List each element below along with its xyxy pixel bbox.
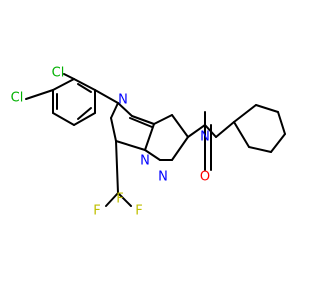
bond-26 xyxy=(117,192,132,207)
bond-11 xyxy=(94,89,119,104)
bond-25 xyxy=(105,192,119,207)
atom-label-f-top: F xyxy=(116,192,123,207)
bond-13 xyxy=(110,102,119,119)
bond-19 xyxy=(153,114,173,125)
bond-9 xyxy=(63,73,75,80)
bond-14 xyxy=(110,117,117,142)
bond-27 xyxy=(187,124,206,138)
bond-36 xyxy=(270,133,286,153)
atom-label-cl-meta: Cl xyxy=(52,66,65,81)
bond-0 xyxy=(73,78,96,91)
bond-24 xyxy=(115,140,119,194)
bond-15 xyxy=(115,140,146,151)
atom-label-f-left: F xyxy=(93,204,100,219)
bond-33 xyxy=(233,104,257,123)
molecule-structure-diagram: N N N N O Cl Cl F F F xyxy=(11,66,286,219)
bond-31 xyxy=(215,121,235,138)
bond-17 xyxy=(131,115,155,125)
atom-label-f-right: F xyxy=(135,204,142,219)
atom-labels: N N N N O Cl Cl F F F xyxy=(11,66,210,219)
bond-lines xyxy=(25,73,286,207)
bond-12 xyxy=(117,102,133,117)
bond-16 xyxy=(144,123,155,151)
bond-38 xyxy=(233,121,250,148)
atom-label-n-amide: N xyxy=(200,130,210,145)
bond-20 xyxy=(171,114,189,138)
bond-34 xyxy=(255,104,279,113)
atom-label-o-carbonyl: O xyxy=(200,170,210,185)
bond-3 xyxy=(52,112,75,126)
bond-7 xyxy=(77,107,92,120)
bond-37 xyxy=(248,146,272,153)
bond-21 xyxy=(171,136,189,161)
bond-6 xyxy=(77,83,92,93)
bond-10 xyxy=(25,89,54,100)
bond-18 xyxy=(129,117,153,128)
atom-label-cl-para: Cl xyxy=(11,91,24,106)
bond-35 xyxy=(277,111,286,135)
atom-label-n-pyrazole: N xyxy=(158,170,168,185)
bond-23 xyxy=(144,149,161,161)
bond-2 xyxy=(73,112,96,126)
atom-label-n-pyrimidine: N xyxy=(118,93,128,108)
atom-label-n-bridge: N xyxy=(140,154,150,169)
bond-5 xyxy=(52,78,75,91)
